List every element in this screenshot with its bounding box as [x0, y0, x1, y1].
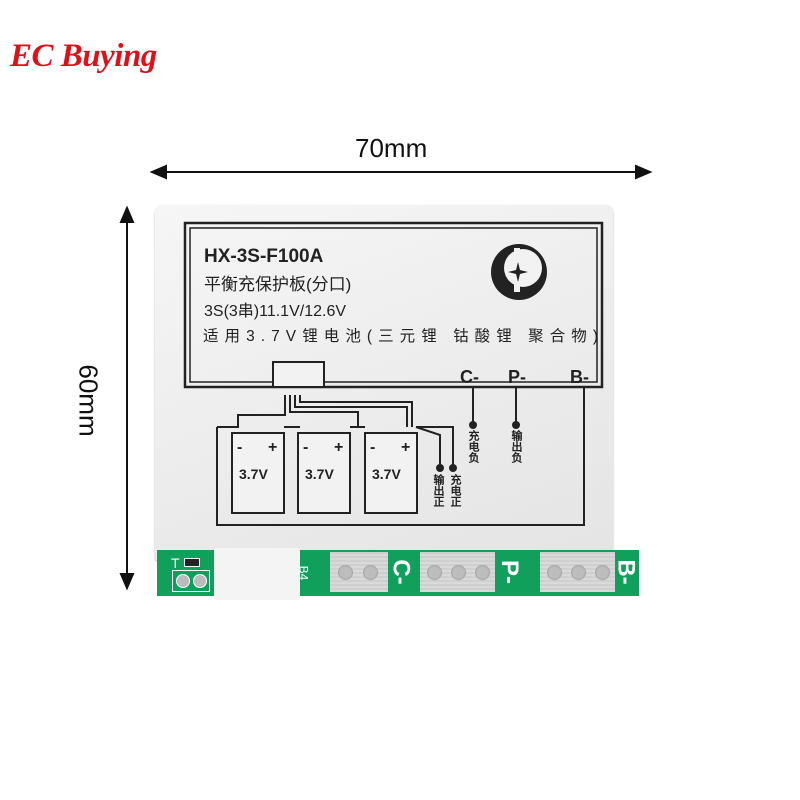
- charge-pos-text: 充电正: [449, 473, 462, 508]
- width-dimension: 70mm: [355, 133, 428, 163]
- p-minus-label: P-: [496, 560, 523, 584]
- output-neg-text: 输出负: [510, 429, 523, 464]
- cell-plus: +: [401, 439, 410, 456]
- solder-pad-p[interactable]: [540, 552, 615, 592]
- chemistry-text: 适用3.7V锂电池(三元锂 钴酸锂 聚合物): [203, 327, 598, 345]
- terminal-p: P-: [508, 367, 526, 387]
- cell-minus: -: [237, 439, 242, 456]
- terminal-b: B-: [570, 367, 589, 387]
- b4-label: B4: [296, 565, 311, 581]
- b-minus-label: B-: [612, 559, 640, 585]
- cell-plus: +: [334, 439, 343, 456]
- model-text: HX-3S-F100A: [204, 246, 324, 267]
- smd-component: [184, 558, 200, 567]
- title-text: 平衡充保护板(分口): [204, 275, 351, 294]
- c-minus-label: C-: [387, 559, 415, 585]
- thermistor-pads: [172, 570, 210, 592]
- t-label: T: [171, 555, 180, 571]
- cell-minus: -: [370, 439, 375, 456]
- solder-pad-b4[interactable]: [330, 552, 388, 592]
- terminal-c: C-: [460, 367, 479, 387]
- manufacturer-logo-icon: [491, 244, 547, 300]
- balance-connector[interactable]: [214, 548, 300, 600]
- cell-voltage: 3.7V: [372, 466, 401, 482]
- cell-voltage: 3.7V: [305, 466, 334, 482]
- brand-logo: EC Buying: [10, 38, 157, 74]
- cell-minus: -: [303, 439, 308, 456]
- cell-plus: +: [268, 439, 277, 456]
- solder-pad-c[interactable]: [420, 552, 495, 592]
- spec-text: 3S(3串)11.1V/12.6V: [204, 302, 346, 320]
- output-pos-text: 输出正: [432, 473, 445, 508]
- cell-voltage: 3.7V: [239, 466, 268, 482]
- charge-neg-text: 充电负: [467, 429, 480, 464]
